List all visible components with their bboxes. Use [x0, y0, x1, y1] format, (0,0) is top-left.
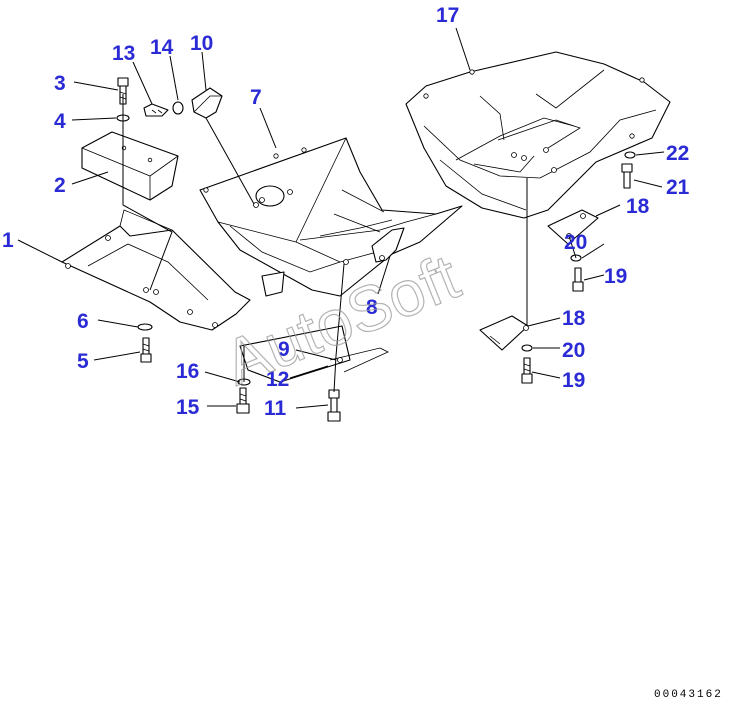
part-11-bolt — [327, 389, 341, 422]
callout-9: 9 — [278, 338, 290, 361]
part-22-washer — [624, 151, 636, 159]
callout-7: 7 — [250, 86, 262, 109]
callout-18-upper: 18 — [626, 195, 650, 218]
callout-11: 11 — [264, 397, 287, 420]
callout-5: 5 — [77, 350, 89, 373]
part-14-washer — [172, 101, 184, 115]
callout-2: 2 — [54, 174, 66, 197]
callout-20-lower: 20 — [562, 339, 585, 362]
part-8-bracket — [371, 227, 405, 263]
drawing-number: 00043162 — [654, 689, 723, 701]
callouts: 1 2 3 4 5 6 7 8 9 10 11 12 13 14 15 16 1… — [2, 4, 690, 420]
callout-18-lower: 18 — [562, 307, 586, 330]
part-13-bolt — [143, 103, 169, 117]
part-19-bolt-upper — [572, 267, 584, 292]
part-15-bolt — [236, 387, 250, 414]
part-18-bracket-lower — [479, 315, 529, 351]
callout-8: 8 — [366, 296, 378, 319]
part-7-center-cover — [199, 137, 463, 297]
part-5-bolt — [140, 337, 152, 363]
callout-19-upper: 19 — [604, 265, 627, 288]
callout-22: 22 — [666, 142, 689, 165]
part-18-bracket-upper — [547, 209, 599, 245]
callout-4: 4 — [54, 110, 66, 133]
callout-13: 13 — [112, 42, 135, 65]
callout-17: 17 — [436, 4, 459, 27]
part-10-cap — [191, 87, 223, 119]
part-1-bracket-plate — [61, 209, 251, 331]
callout-3: 3 — [54, 72, 66, 95]
part-6-washer — [137, 323, 153, 331]
callout-15: 15 — [176, 396, 200, 419]
callout-20-upper: 20 — [564, 231, 587, 254]
callout-21: 21 — [666, 176, 690, 199]
callout-19-lower: 19 — [562, 369, 585, 392]
part-19-bolt-lower — [521, 357, 533, 384]
callout-10: 10 — [190, 32, 213, 55]
callout-1: 1 — [2, 229, 14, 252]
part-21-bolt — [621, 163, 633, 189]
part-17-right-cover — [405, 51, 671, 219]
part-2-cover — [81, 131, 179, 201]
callout-14: 14 — [150, 36, 174, 59]
callout-6: 6 — [77, 310, 89, 333]
callout-12: 12 — [266, 368, 289, 391]
callout-16: 16 — [176, 360, 199, 383]
part-20-washer-lower — [521, 344, 533, 352]
leader-lines — [17, 27, 665, 409]
